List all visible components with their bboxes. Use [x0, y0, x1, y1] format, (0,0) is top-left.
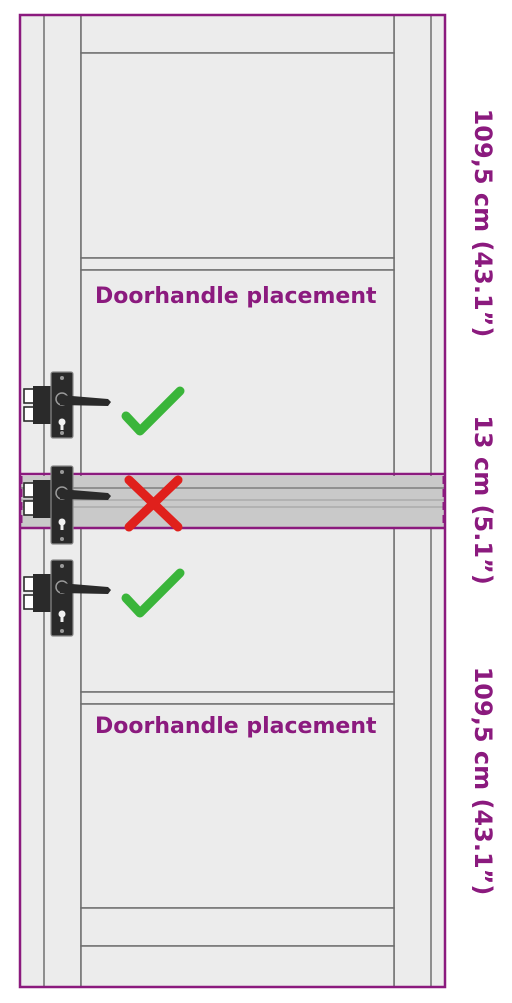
door-upper-panel	[80, 52, 395, 259]
middle-door-handle	[23, 465, 111, 545]
door-lower-panel	[80, 703, 395, 909]
middle-dimension-label: 13 cm (5.1”)	[469, 415, 497, 585]
door-top-rail	[80, 14, 395, 54]
excluded-band	[20, 476, 445, 527]
door-bottom-rail-upper	[80, 907, 395, 947]
upper-check-icon	[121, 386, 185, 436]
door-lower-middle-rail	[80, 691, 395, 705]
door-bottom-rail-lower	[80, 945, 395, 988]
lower-zone-title: Doorhandle placement	[95, 714, 377, 739]
middle-cross-icon	[124, 475, 183, 532]
door-outline	[18, 13, 447, 989]
upper-door-handle	[23, 371, 111, 439]
upper-dimension-label: 109,5 cm (43.1”)	[469, 108, 497, 338]
door-upper-middle-rail	[80, 257, 395, 271]
lower-door-handle	[23, 559, 111, 637]
lower-dimension-label: 109,5 cm (43.1”)	[469, 666, 497, 896]
lower-check-icon	[121, 568, 185, 618]
upper-zone-title: Doorhandle placement	[95, 284, 377, 309]
